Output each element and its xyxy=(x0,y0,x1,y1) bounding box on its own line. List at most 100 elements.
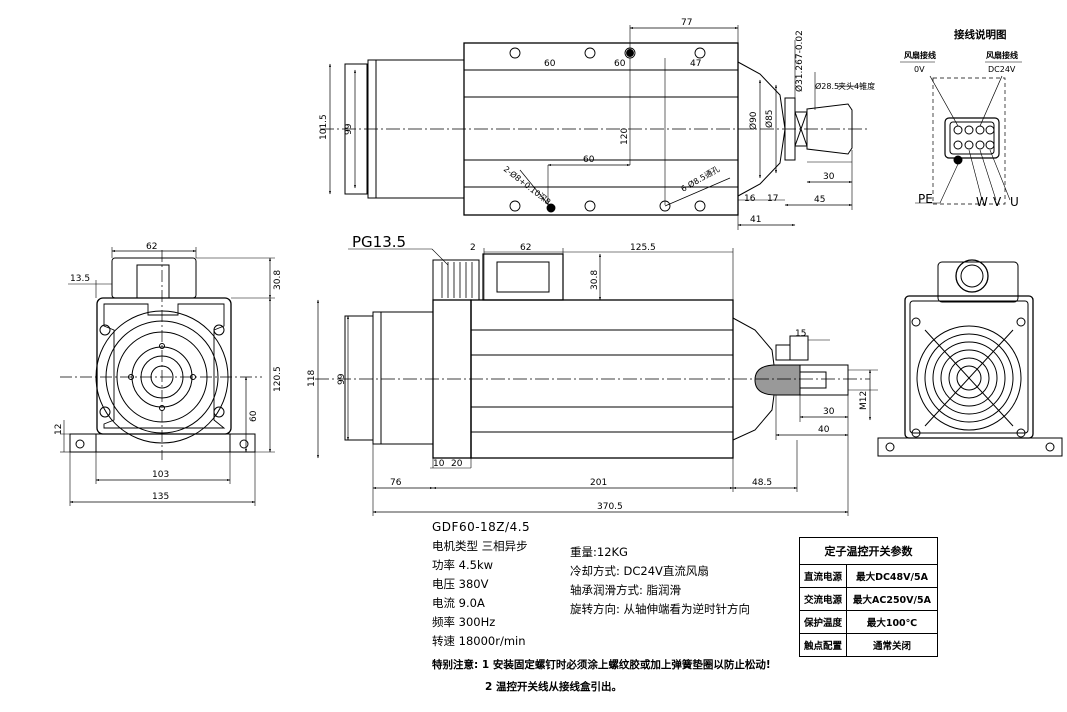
spec-weight: 重量:12KG xyxy=(570,545,628,559)
spec-value: 18000r/min xyxy=(458,634,526,648)
dim-10: 10 xyxy=(433,459,445,469)
spec-lubrication: 轴承润滑方式: 脂润滑 xyxy=(570,583,682,597)
model-number: GDF60-18Z/4.5 xyxy=(432,520,531,534)
dim-118: 118 xyxy=(307,370,317,387)
spec-rotation: 旋转方向: 从轴伸端看为逆时针方向 xyxy=(570,602,751,616)
note-holes-2: 2-Ø8+0.10深8 xyxy=(502,164,553,207)
top-view xyxy=(320,25,870,230)
dim-17: 17 xyxy=(767,194,778,204)
wiring-title: 接线说明图 xyxy=(954,28,1007,41)
fan-wire-right-label: 风扇接线 xyxy=(986,50,1018,60)
dim-120-5: 120.5 xyxy=(273,366,283,392)
fan-wire-right-voltage: DC24V xyxy=(988,65,1016,74)
dim-d28: Ø28.5 xyxy=(815,81,839,91)
dim-60-a: 60 xyxy=(544,59,556,69)
dim-20: 20 xyxy=(451,459,463,469)
spec-key: 功率 xyxy=(432,558,455,572)
pin-w: W xyxy=(976,195,988,209)
table-value: 最大AC250V/5A xyxy=(846,587,938,611)
note-line-1: 特别注意: 1 安装固定螺钉时必须涂上螺纹胶或加上弹簧垫圈以防止松动! xyxy=(432,659,771,671)
dim-30-8-side: 30.8 xyxy=(273,270,283,290)
pin-pe: PE xyxy=(918,192,933,206)
top-view-labels: 77 60 60 47 120 60 101.5 99 Ø90 Ø85 Ø31.… xyxy=(319,18,875,225)
spec-value: 三相异步 xyxy=(481,539,528,553)
side-view-labels: 62 13.5 30.8 120.5 60 12 103 135 xyxy=(54,242,283,502)
spec-key: 电流 xyxy=(432,596,455,610)
spec-value: 4.5kw xyxy=(458,558,494,572)
spec-key: 电压 xyxy=(432,577,455,591)
dim-2: 2 xyxy=(470,243,476,253)
dim-125-5: 125.5 xyxy=(630,243,656,253)
table-row: 交流电源最大AC250V/5A xyxy=(799,587,938,611)
dim-103: 103 xyxy=(152,470,169,480)
dim-99-front: 99 xyxy=(337,373,347,385)
front-view-labels: PG13.5 2 62 125.5 30.8 15 118 99 30 M12 … xyxy=(307,233,869,512)
dim-77: 77 xyxy=(681,18,692,28)
dim-15: 15 xyxy=(795,329,806,339)
pin-v: V xyxy=(993,195,1002,209)
dim-60-b: 60 xyxy=(614,59,626,69)
dim-101-5: 101.5 xyxy=(319,114,329,140)
spec-value: 380V xyxy=(458,577,489,591)
pg-gland-label: PG13.5 xyxy=(352,233,406,251)
dim-30-top: 30 xyxy=(823,172,835,182)
dim-201: 201 xyxy=(590,478,607,488)
table-key: 交流电源 xyxy=(799,587,847,611)
dim-d90: Ø90 xyxy=(748,111,759,130)
table-row: 触点配置通常关闭 xyxy=(799,633,938,657)
spec-cooling: 冷却方式: DC24V直流风扇 xyxy=(570,564,709,578)
table-value: 通常关闭 xyxy=(846,633,938,657)
spec-value: 300Hz xyxy=(458,615,496,629)
dim-120: 120 xyxy=(620,128,630,145)
dim-48-5: 48.5 xyxy=(752,478,772,488)
dim-62-front: 62 xyxy=(520,243,531,253)
dim-30-8-front: 30.8 xyxy=(590,270,600,290)
dim-d85: Ø85 xyxy=(764,109,775,128)
dim-76: 76 xyxy=(390,478,402,488)
dim-99-top: 99 xyxy=(344,123,354,135)
dim-30-front: 30 xyxy=(823,407,835,417)
table-row: 保护温度最大100℃ xyxy=(799,610,938,634)
dim-d31: Ø31.267-0.02 xyxy=(794,30,805,92)
spec-row: 功率 4.5kw xyxy=(432,556,530,575)
spec-key: 转速 xyxy=(432,634,455,648)
spec-row: 电压 380V xyxy=(432,575,530,594)
note-line-2: 2 温控开关线从接线盒引出。 xyxy=(485,681,622,693)
spec-value: 9.0A xyxy=(458,596,485,610)
dim-40: 40 xyxy=(818,425,830,435)
fan-view xyxy=(877,259,1063,457)
thermostat-params-table: 定子温控开关参数 直流电源最大DC48V/5A 交流电源最大AC250V/5A … xyxy=(799,537,938,657)
dim-13-5: 13.5 xyxy=(70,274,90,284)
table-row: 直流电源最大DC48V/5A xyxy=(799,564,938,588)
spec-row: 电机类型 三相异步 xyxy=(432,537,530,556)
dim-62-side: 62 xyxy=(146,242,157,252)
note-holes-6: 6-Ø8.5通孔 xyxy=(679,164,721,194)
pin-u: U xyxy=(1010,195,1019,209)
spec-block-right: 重量:12KG 冷却方式: DC24V直流风扇 轴承润滑方式: 脂润滑 旋转方向… xyxy=(570,543,750,619)
table-value: 最大100℃ xyxy=(846,610,938,634)
spec-row: 频率 300Hz xyxy=(432,613,530,632)
front-view xyxy=(315,248,878,516)
dim-135: 135 xyxy=(152,492,169,502)
dim-60-side: 60 xyxy=(249,410,259,422)
spec-row: 转速 18000r/min xyxy=(432,632,530,651)
dim-41: 41 xyxy=(750,215,761,225)
table-key: 保护温度 xyxy=(799,610,847,634)
dim-m12: M12 xyxy=(859,391,869,410)
spec-row: 电流 9.0A xyxy=(432,594,530,613)
side-view xyxy=(60,247,275,506)
table-key: 触点配置 xyxy=(799,633,847,657)
wiring-diagram xyxy=(900,61,1022,205)
dim-16: 16 xyxy=(744,194,756,204)
collet-label: 夹头4锥度 xyxy=(838,81,875,91)
spec-key: 频率 xyxy=(432,615,455,629)
fan-wire-left-voltage: 0V xyxy=(914,65,925,74)
table-key: 直流电源 xyxy=(799,564,847,588)
table-title: 定子温控开关参数 xyxy=(799,537,938,565)
dim-47: 47 xyxy=(690,59,701,69)
dim-60-c: 60 xyxy=(583,155,595,165)
spec-key: 电机类型 xyxy=(432,539,478,553)
notes: 特别注意: 1 安装固定螺钉时必须涂上螺纹胶或加上弹簧垫圈以防止松动! 2 温控… xyxy=(432,654,771,698)
dim-370-5: 370.5 xyxy=(597,502,623,512)
spec-block-left: GDF60-18Z/4.5 电机类型 三相异步 功率 4.5kw 电压 380V… xyxy=(432,518,530,651)
